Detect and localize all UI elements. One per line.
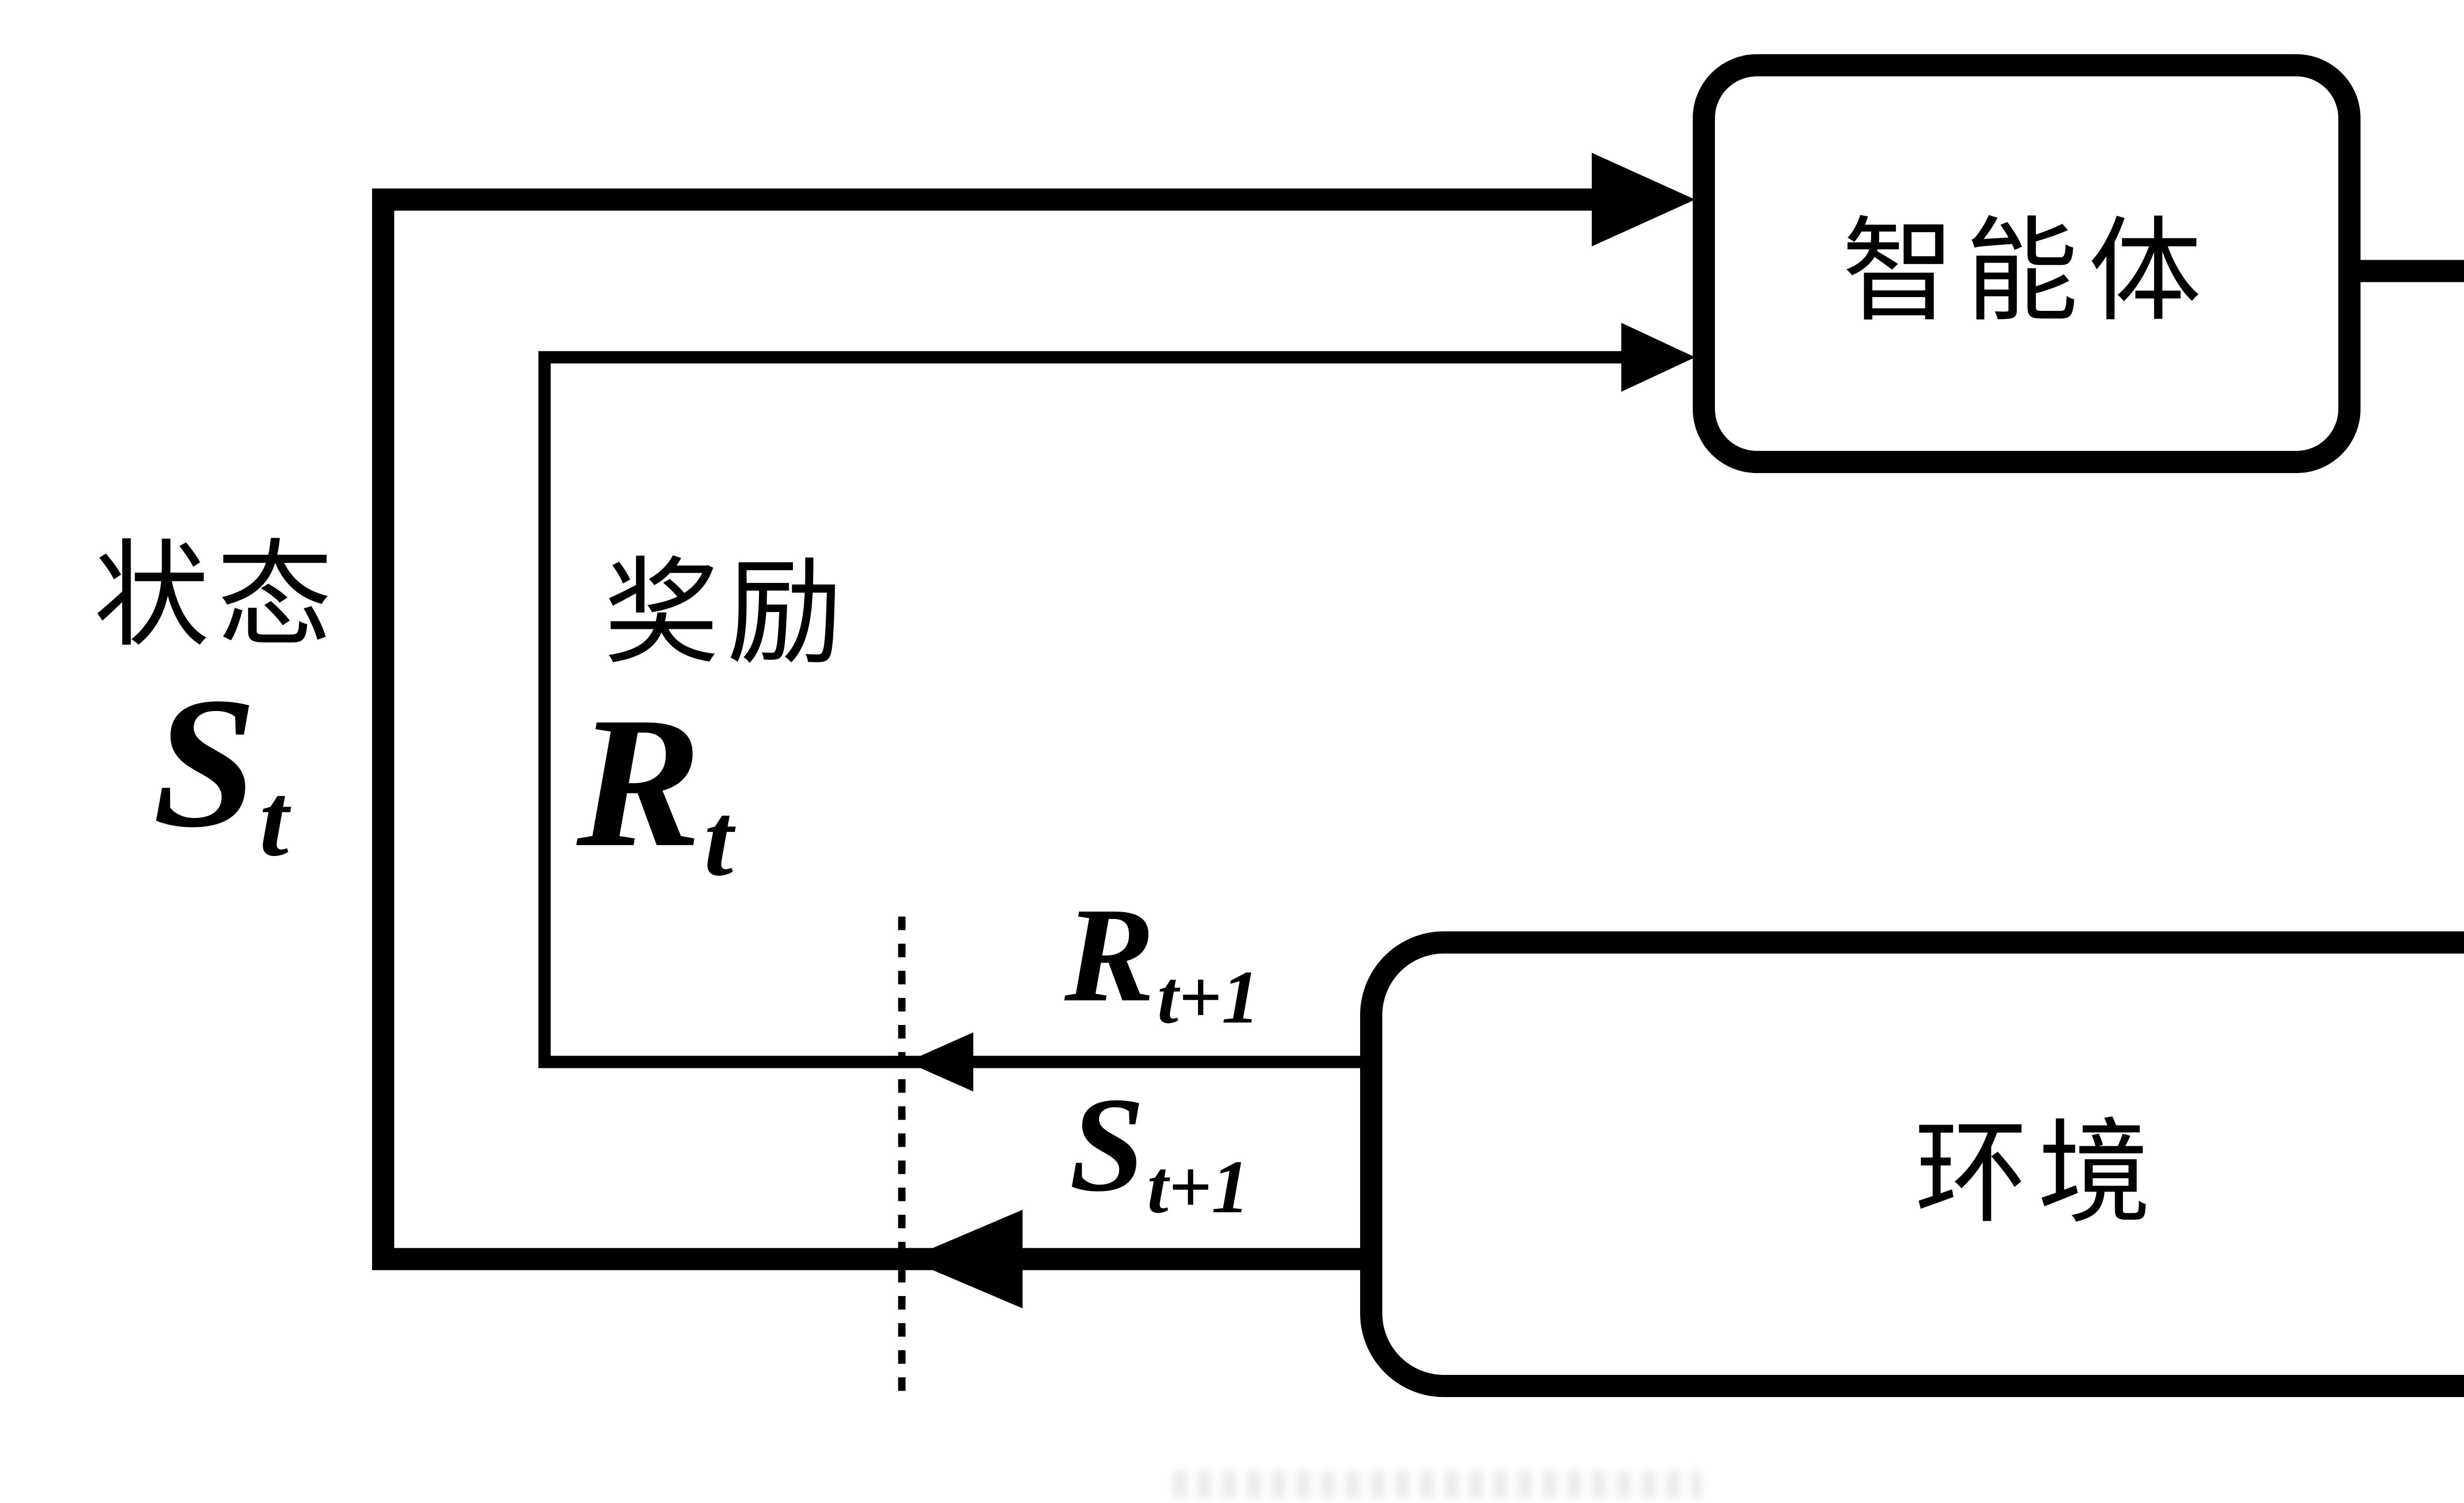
reward-next-symbol-base: R [1064,880,1155,1030]
reward-next-symbol-subscript: t+1 [1157,955,1260,1039]
state-symbol-subscript: t [259,763,289,880]
reward-into-agent-arrowhead-icon [1621,323,1695,392]
reward-symbol-base: R [577,680,702,887]
state-next-symbol-subscript: t+1 [1147,1145,1250,1229]
reward-symbol-subscript: t [704,783,733,899]
agent-box: 智能体 [1693,54,2361,473]
state-symbol-base: S [153,660,257,867]
state-next-arrowhead-icon [907,1210,1023,1308]
cropped-caption-remnant [1173,1471,1703,1498]
agent-box-label: 智能体 [1842,209,2212,335]
state-loop-line [372,188,1592,1270]
reward-label: 奖励 [604,552,850,680]
state-label: 状态 [94,535,340,663]
reward-next-arrowhead-icon [907,1032,973,1092]
state-next-symbol-base: S [1069,1069,1145,1220]
state-into-agent-arrowhead-icon [1592,153,1695,246]
environment-box-label: 环境 [1915,1110,2161,1236]
environment-box: 环境 [1360,931,2464,1397]
